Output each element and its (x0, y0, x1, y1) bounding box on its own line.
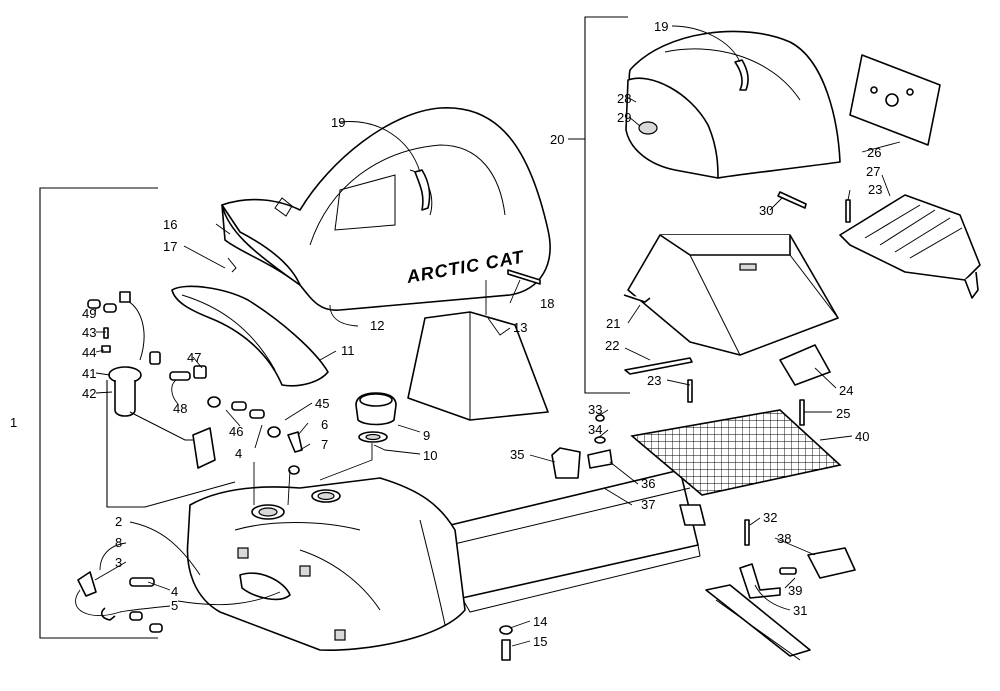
callout-label: 32 (763, 510, 777, 525)
callout-label: 35 (510, 447, 524, 462)
callout-label: 24 (839, 383, 853, 398)
callout-label: 46 (229, 424, 243, 439)
callout-label: 48 (173, 401, 187, 416)
callout-label: 8 (115, 535, 122, 550)
callout-label: 41 (82, 366, 96, 381)
callout-label: 40 (855, 429, 869, 444)
storage-box (623, 234, 839, 356)
callout-label: 25 (836, 406, 850, 421)
seat-base-tray (437, 469, 701, 613)
callout-label: 43 (82, 325, 96, 340)
callout-label: 27 (866, 164, 880, 179)
callout-label: 12 (370, 318, 384, 333)
rear-bracket (839, 194, 981, 299)
callout-label: 22 (605, 338, 619, 353)
callout-label: 42 (82, 386, 96, 401)
callout-label: 28 (617, 91, 631, 106)
rear-cowl (625, 30, 841, 179)
callout-label: 33 (588, 402, 602, 417)
callout-label: 4 (171, 584, 178, 599)
callout-labels: 1 2 3 4 4 5 6 7 8 9 10 11 12 13 14 15 16… (10, 19, 882, 649)
callout-label: 39 (788, 583, 802, 598)
callout-label: 45 (315, 396, 329, 411)
bracket-group-20 (584, 16, 630, 394)
callout-label: 34 (588, 422, 602, 437)
leader-lines (75, 25, 901, 647)
callout-label: 47 (187, 350, 201, 365)
callout-label: 1 (10, 415, 17, 430)
callout-label: 19 (331, 115, 345, 130)
callout-label: 23 (647, 373, 661, 388)
callout-label: 13 (513, 320, 527, 335)
callout-label: 5 (171, 598, 178, 613)
callout-label: 49 (82, 306, 96, 321)
rear-panel (849, 54, 941, 146)
callout-label: 30 (759, 203, 773, 218)
fuel-pump (87, 291, 216, 469)
callout-label: 15 (533, 634, 547, 649)
callout-label: 7 (321, 437, 328, 452)
callout-label: 14 (533, 614, 547, 629)
callout-label: 31 (793, 603, 807, 618)
callout-label: 4 (235, 446, 242, 461)
callout-label: 36 (641, 476, 655, 491)
callout-label: 29 (617, 110, 631, 125)
callout-label: 3 (115, 555, 122, 570)
foam-block (407, 311, 549, 421)
callout-label: 23 (868, 182, 882, 197)
callout-label: 10 (423, 448, 437, 463)
bracket-group-1 (39, 187, 158, 639)
callout-label: 38 (777, 531, 791, 546)
bracket-fuel-pump (106, 380, 236, 508)
seat-support (171, 285, 329, 387)
callout-label: 11 (341, 343, 355, 358)
callout-label: 18 (540, 296, 554, 311)
fuel-cap (355, 392, 397, 443)
seat-assembly (221, 107, 551, 311)
callout-label: 26 (867, 145, 881, 160)
mesh-mat (630, 409, 842, 496)
callout-label: 6 (321, 417, 328, 432)
callout-label: 19 (654, 19, 668, 34)
callout-label: 2 (115, 514, 122, 529)
callout-label: 20 (550, 132, 564, 147)
callout-label: 16 (163, 217, 177, 232)
callout-label: 21 (606, 316, 620, 331)
callout-label: 44 (82, 345, 96, 360)
callout-label: 9 (423, 428, 430, 443)
callout-label: 37 (641, 497, 655, 512)
fuel-tank (186, 477, 466, 652)
callout-label: 17 (163, 239, 177, 254)
